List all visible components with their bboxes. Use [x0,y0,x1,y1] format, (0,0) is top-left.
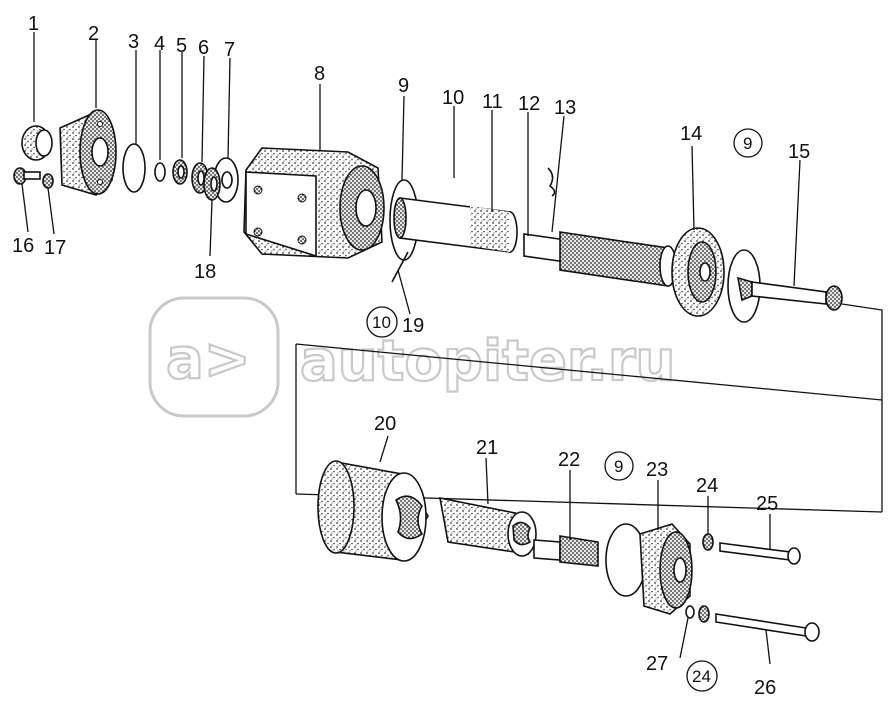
watermark: a> autopiter.ru [148,296,676,418]
callout-13: 13 [554,97,576,119]
callout-20: 20 [374,413,396,435]
callout-9-circled-a-text: 9 [743,134,752,153]
watermark-logo-glyph: a> [166,327,251,392]
part-1-nut [21,125,53,161]
callout-14: 14 [680,123,702,145]
part-26-bolt [715,613,820,642]
part-2-flange-cover [59,109,117,196]
callout-10-circled-text: 10 [372,313,391,332]
callout-26: 26 [754,677,776,699]
callout-24: 24 [696,475,718,497]
callout-22: 22 [558,449,580,471]
part-13-key [547,167,556,197]
callout-2: 2 [88,23,99,45]
callout-19: 19 [402,315,424,337]
part-19-pin [391,251,409,283]
part-23-end-cover [639,523,693,615]
callout-9-circled-a: 9 [733,128,763,158]
callout-23: 23 [646,459,668,481]
callout-6: 6 [198,37,209,59]
callout-9: 9 [398,75,409,97]
part-14-disc [671,227,725,317]
callout-27: 27 [646,653,668,675]
callout-10-circled: 10 [366,306,398,338]
part-10-11-sleeve [393,197,518,253]
callout-5: 5 [176,35,187,57]
part-5-seal [172,159,188,185]
assembly-link-line [295,303,883,512]
callout-24-circled-text: 24 [692,667,711,686]
callout-4: 4 [154,33,165,55]
callout-7: 7 [224,39,235,61]
part-20-drum [317,460,429,562]
callout-8: 8 [314,63,325,85]
callout-10: 10 [442,87,464,109]
part-24-washer [702,533,714,551]
callout-1: 1 [28,13,39,35]
callout-15: 15 [788,141,810,163]
callout-18: 18 [194,261,216,283]
callout-12: 12 [518,93,540,115]
callout-21: 21 [476,437,498,459]
part-24-washer-lower [698,605,710,623]
callout-9-circled-b: 9 [604,451,634,481]
part-27-o-ring [685,605,695,619]
part-8-housing [243,147,385,259]
part-17-washer [42,173,54,189]
callout-16: 16 [12,235,34,257]
callout-3: 3 [128,31,139,53]
part-12-spline-cage [523,231,677,287]
part-21-gear [439,496,537,557]
callout-24-circled: 24 [686,660,718,692]
part-3-o-ring [122,143,146,193]
part-15-shaft [736,276,843,311]
watermark-text: autopiter.ru [300,329,675,394]
part-4-ring [154,162,166,182]
axis-line-top [295,343,883,401]
callout-9-circled-b-text: 9 [614,457,623,476]
callout-25: 25 [756,493,778,515]
part-16-bolt [13,167,41,185]
part-25-bolt [719,542,801,565]
callout-11: 11 [482,91,503,113]
part-18-bearing [203,167,221,201]
part-22-spline [533,535,599,567]
watermark-logo-box [148,296,280,418]
leader-lines [21,32,801,665]
callout-17: 17 [44,237,66,259]
